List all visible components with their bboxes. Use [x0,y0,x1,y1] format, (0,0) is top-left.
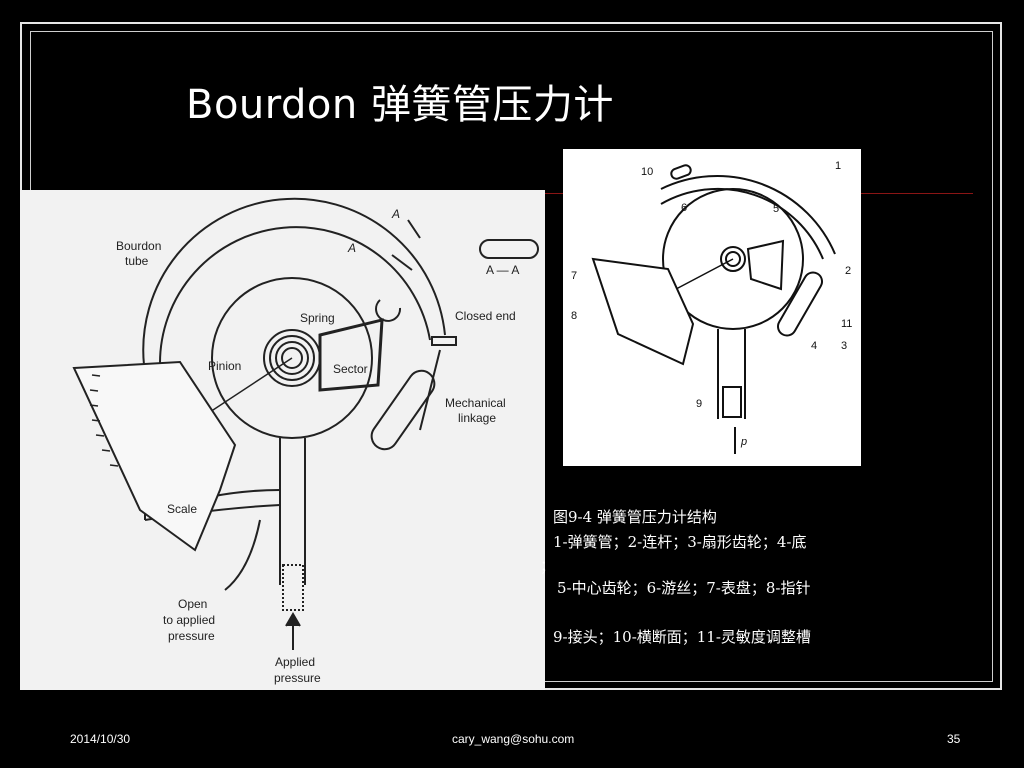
scale-tick [101,449,111,452]
mechanical-linkage [370,369,436,451]
scale-tick [91,419,101,422]
open-pressure-arrow [224,519,261,591]
sector-gear [746,239,785,291]
center-gear [720,246,746,272]
label-open-line3: pressure [168,629,215,643]
label-sector: Sector [333,362,368,376]
footer-page-number: 35 [947,732,961,746]
numbered-diagram-svg: 10 1 2 3 4 5 6 7 8 9 11 p [571,160,852,454]
applied-pressure-arrowhead [285,612,301,627]
label-mechanical-line1: Mechanical [445,396,506,410]
label-section-a2: A [347,241,356,255]
label-n9: 9 [696,398,702,410]
linkage-rod [419,349,441,431]
label-n11: 11 [841,318,852,330]
label-applied-line2: pressure [274,671,321,685]
sector-gear [318,318,384,392]
label-open-line2: to applied [163,613,215,627]
dial-circle [211,277,373,439]
scale-dial-face [591,257,695,366]
label-n8: 8 [571,310,577,322]
label-mechanical-line2: linkage [458,411,496,425]
label-spring: Spring [300,311,335,325]
dial-circle [662,188,804,330]
label-n3: 3 [841,340,847,352]
connector [722,386,742,418]
center-gear-inner [725,251,741,267]
scale-tick [89,404,99,407]
scale-dial-face [72,360,237,552]
caption-line-1: 图9-4 弹簧管压力计结构 [553,508,717,526]
tube-inner-arc [660,187,824,260]
footer-date: 2014/10/30 [70,732,131,746]
spring-coil-2 [269,335,315,381]
label-bourdon-line2: tube [125,254,149,268]
pinion-gear [281,347,303,369]
slide-title: Bourdon 弹簧管压力计 [186,82,614,128]
label-section-a1: A [391,207,400,221]
linkage [777,271,823,337]
scale-tick [109,464,119,467]
caption-line-4: 5-中心齿轮；6-游丝；7-表盘；8-指针 [557,579,811,597]
caption-line-3: ； [540,557,556,575]
bourdon-diagram-numbered: 10 1 2 3 4 5 6 7 8 9 11 p [563,149,861,466]
section-a-arrow-upper [407,219,421,239]
caption-line-2: 1-弹簧管；2-连杆；3-扇形齿轮；4-底 [553,533,807,551]
closed-end-cap [431,336,457,346]
section-aa-slot [479,239,539,259]
closed-end-hook [375,299,402,322]
bourdon-tube-outer-arc [142,197,446,366]
label-p: p [740,436,747,448]
tube-outer-arc [660,175,836,255]
label-scale: Scale [167,502,197,516]
label-n2: 2 [845,265,851,277]
scale-tick [95,434,105,437]
label-bourdon-line1: Bourdon [116,239,161,253]
label-n6: 6 [681,202,687,214]
label-applied-line1: Applied [275,655,315,669]
label-section-aa: A — A [486,263,519,277]
section-a-arrow-lower [391,254,413,271]
label-n5: 5 [773,203,779,215]
label-pinion: Pinion [208,359,241,373]
bourdon-diagram-english: Bourdon tube A A A — A Spring Pinion Sec… [20,190,545,690]
threaded-connector [282,564,304,611]
bourdon-tube-inner-arc [158,226,431,366]
bourdon-diagram-svg: Bourdon tube A A A — A Spring Pinion Sec… [72,197,539,685]
label-n1: 1 [835,160,841,172]
label-closed-end: Closed end [455,309,516,323]
scale-tick [89,389,99,392]
label-n7: 7 [571,270,577,282]
label-n10: 10 [641,166,653,178]
scale-tick [91,374,101,377]
label-n4: 4 [811,340,817,352]
footer-email: cary_wang@sohu.com [452,732,575,746]
cross-section-slot [670,164,692,180]
spring-coil-3 [275,341,309,375]
caption-line-5: 9-接头；10-横断面；11-灵敏度调整槽 [553,628,811,646]
label-open-line1: Open [178,597,207,611]
